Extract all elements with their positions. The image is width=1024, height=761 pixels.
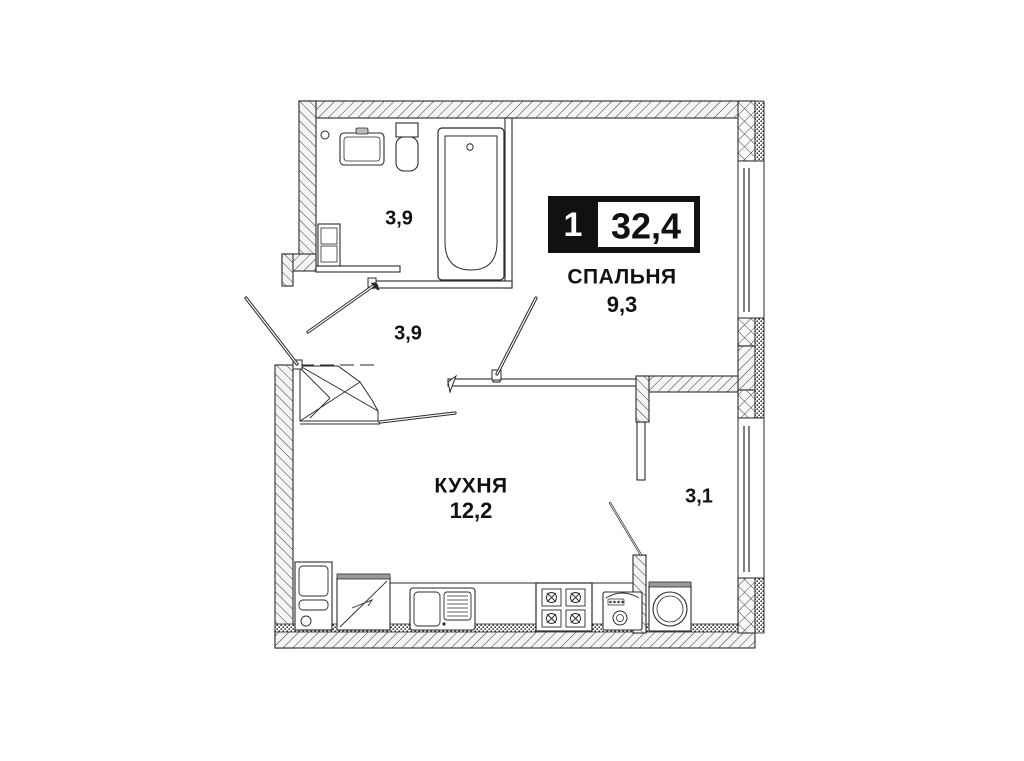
exterior-walls bbox=[274, 100, 765, 649]
wall-bottom bbox=[274, 630, 756, 649]
wall-right-insulation-3 bbox=[754, 577, 765, 634]
wall-left-step-return bbox=[281, 253, 294, 287]
wall-left-upper bbox=[298, 100, 317, 267]
wall-right-pier-1 bbox=[737, 100, 756, 162]
toilet-icon bbox=[395, 122, 419, 172]
washing-machine-icon bbox=[602, 591, 643, 631]
wardrobe-icon bbox=[299, 364, 380, 425]
bedroom-area-label: 9,3 bbox=[607, 292, 638, 317]
badge-area-box bbox=[598, 202, 694, 247]
bathtub-icon bbox=[437, 127, 505, 281]
bathroom-fixtures bbox=[317, 122, 505, 281]
windows bbox=[737, 160, 765, 579]
utility-door bbox=[608, 501, 643, 557]
doors bbox=[244, 277, 643, 557]
wall-utility-upper-fin bbox=[636, 421, 646, 481]
window-bedroom-upper bbox=[737, 160, 765, 319]
utility-area-label: 3,1 bbox=[685, 485, 713, 507]
washbasin-icon bbox=[320, 127, 385, 166]
wall-hall-kitchen bbox=[447, 378, 644, 387]
wall-bedroom-bottom bbox=[642, 375, 739, 393]
kitchen-area-label: 12,2 bbox=[450, 498, 493, 523]
bathroom-door bbox=[306, 277, 380, 334]
wall-left-lower bbox=[274, 364, 294, 649]
kitchen-name-label: КУХНЯ bbox=[434, 475, 507, 498]
wall-right-pier-2c bbox=[737, 389, 756, 419]
gas-stove-icon bbox=[535, 582, 593, 632]
entrance-door bbox=[244, 296, 303, 370]
badge-room-count: 1 bbox=[564, 206, 583, 244]
wall-bathroom-bottom-left bbox=[315, 265, 401, 273]
refrigerator-icon bbox=[294, 561, 333, 631]
kitchen-door bbox=[378, 374, 458, 424]
wall-bedroom-corner-pier bbox=[635, 375, 650, 423]
room-labels: 3,9 3,9 СПАЛЬНЯ 9,3 КУХНЯ 12,2 3,1 bbox=[385, 207, 713, 523]
cabinet-icon bbox=[336, 573, 391, 631]
bedroom-name-label: СПАЛЬНЯ bbox=[567, 266, 676, 289]
wall-right-insulation-2 bbox=[754, 317, 765, 419]
dryer-icon bbox=[648, 581, 692, 632]
wall-bathroom-right bbox=[504, 117, 513, 289]
apartment-summary-badge: 1 32,4 bbox=[548, 196, 700, 253]
wall-bathroom-bottom bbox=[371, 280, 513, 289]
hallway-area-label: 3,9 bbox=[394, 322, 422, 344]
wall-top bbox=[298, 100, 756, 119]
bedroom-door bbox=[491, 296, 538, 381]
window-bedroom-lower bbox=[737, 417, 765, 579]
radiator-icon bbox=[317, 223, 341, 267]
bathroom-area-label: 3,9 bbox=[385, 207, 413, 229]
kitchen-fixtures bbox=[294, 561, 692, 632]
wall-right-pier-2b bbox=[737, 345, 756, 391]
wall-right-pier-2a bbox=[737, 317, 756, 347]
kitchen-sink-icon bbox=[409, 587, 476, 631]
badge-total-area: 32,4 bbox=[611, 206, 681, 247]
wall-right-pier-3 bbox=[737, 577, 756, 634]
wall-right-insulation-1 bbox=[754, 100, 765, 162]
